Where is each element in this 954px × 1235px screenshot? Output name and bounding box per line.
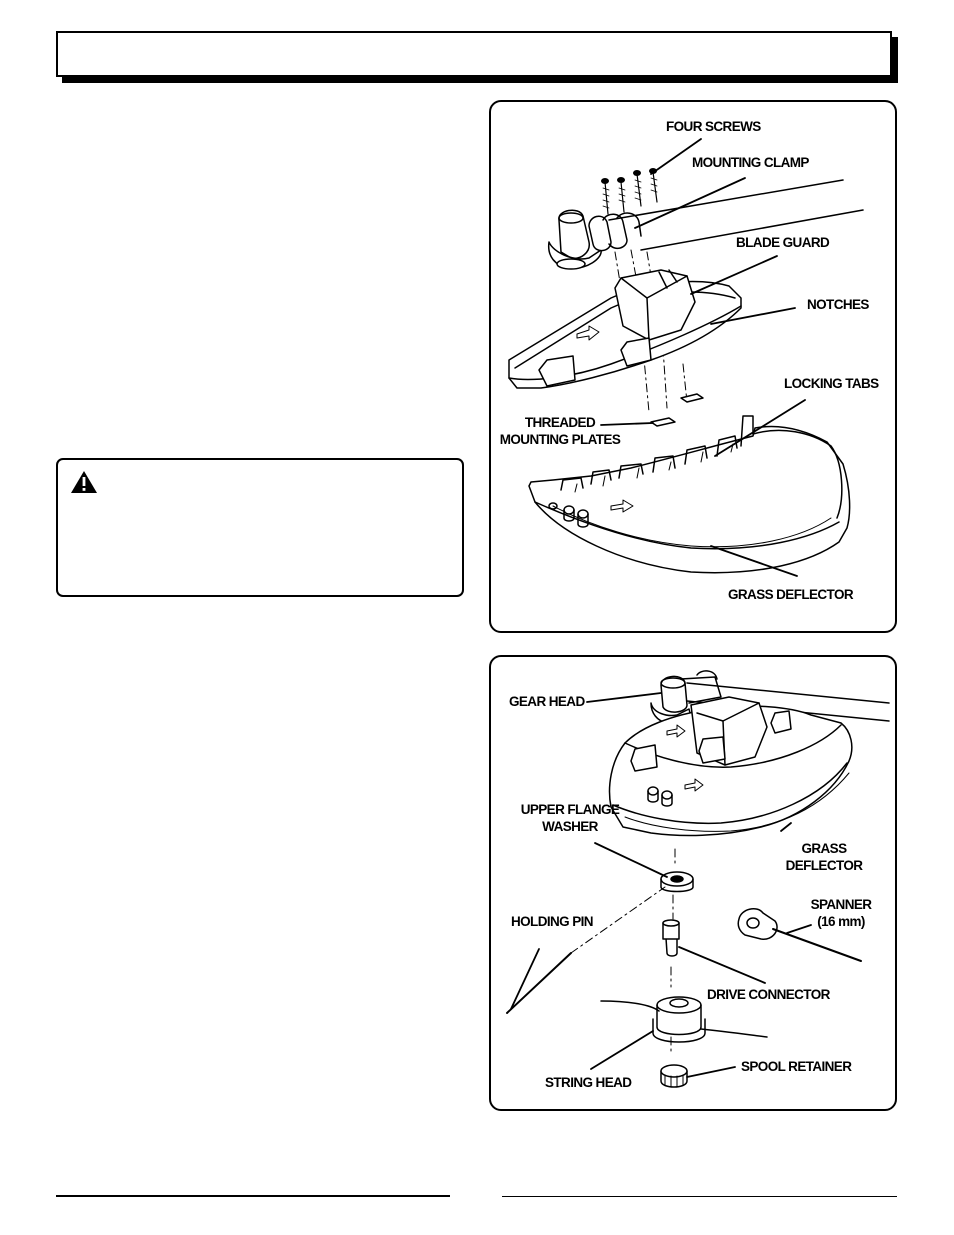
footer-rule-left xyxy=(56,1195,450,1197)
footer-rule-right xyxy=(502,1196,897,1197)
label-mounting-clamp: MOUNTING CLAMP xyxy=(692,155,809,170)
label-upper-flange-line2: WASHER xyxy=(542,819,598,834)
label-grass-deflector: GRASS DEFLECTOR xyxy=(779,840,869,874)
figure-string-head-assembly: GEAR HEAD UPPER FLANGE WASHER GRASS DEFL… xyxy=(489,655,897,1111)
label-spanner-line2: (16 mm) xyxy=(817,914,865,929)
label-grass-deflector: GRASS DEFLECTOR xyxy=(728,587,854,602)
string-head-illustration xyxy=(506,670,890,1088)
label-threaded-mounting-plates: THREADED MOUNTING PLATES xyxy=(497,414,623,448)
label-grass-line2: DEFLECTOR xyxy=(785,858,863,873)
label-spanner: SPANNER (16 mm) xyxy=(801,896,881,930)
label-spool-retainer: SPOOL RETAINER xyxy=(741,1059,852,1074)
label-gear-head: GEAR HEAD xyxy=(509,694,585,709)
label-threaded-line2: MOUNTING PLATES xyxy=(499,432,621,447)
section-header-bar xyxy=(56,31,892,77)
label-blade-guard: BLADE GUARD xyxy=(736,235,830,250)
label-string-head: STRING HEAD xyxy=(545,1075,632,1090)
label-holding-pin: HOLDING PIN xyxy=(511,914,594,929)
label-drive-connector: DRIVE CONNECTOR xyxy=(707,987,830,1002)
label-notches: NOTCHES xyxy=(807,297,869,312)
label-spanner-line1: SPANNER xyxy=(810,897,872,912)
label-upper-flange-line1: UPPER FLANGE xyxy=(520,802,620,817)
warning-triangle-icon xyxy=(71,471,97,493)
label-threaded-line1: THREADED xyxy=(524,415,596,430)
warning-box xyxy=(56,458,464,597)
figure-blade-guard-assembly: FOUR SCREWS MOUNTING CLAMP BLADE GUARD N… xyxy=(489,100,897,633)
blade-guard-illustration xyxy=(508,138,864,577)
label-upper-flange-washer: UPPER FLANGE WASHER xyxy=(513,801,627,835)
label-locking-tabs: LOCKING TABS xyxy=(784,376,879,391)
label-grass-line1: GRASS xyxy=(801,841,847,856)
label-four-screws: FOUR SCREWS xyxy=(666,119,761,134)
